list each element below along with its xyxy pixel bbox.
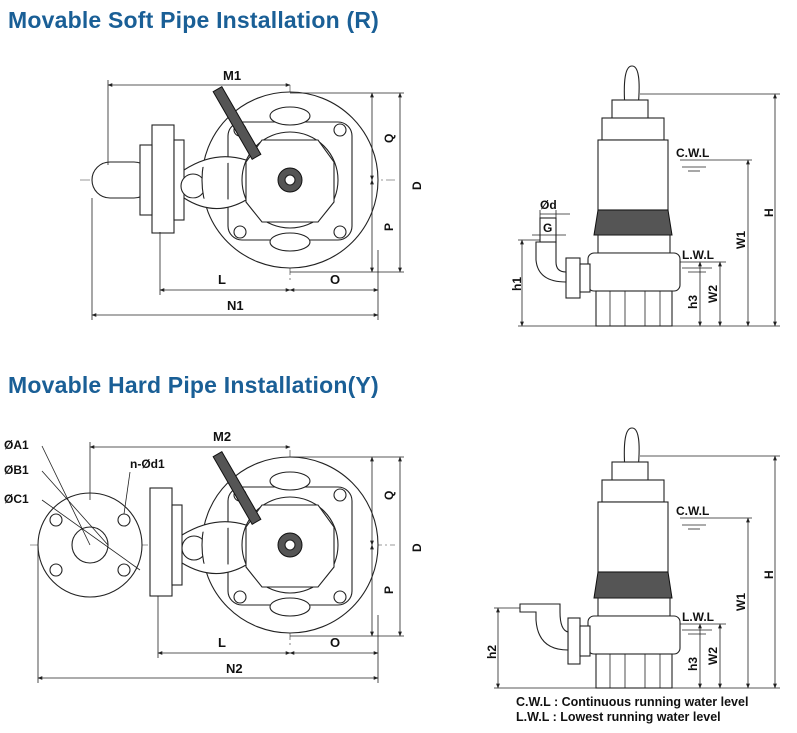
dim-b1: ØB1 [4, 463, 29, 477]
dim-h3: h3 [686, 295, 700, 309]
dim-o-bottom: O [330, 635, 340, 650]
dim-w1-bottom: W1 [734, 593, 748, 611]
label-cwl: C.W.L [676, 146, 709, 160]
label-lwl-bottom: L.W.L [682, 610, 714, 624]
section-title-hard-pipe: Movable Hard Pipe Installation(Y) [8, 372, 379, 398]
label-lwl: L.W.L [682, 248, 714, 262]
side-view-hard: h2 h3 W2 W1 H C.W.L L.W.L [485, 427, 780, 689]
section-title-soft-pipe: Movable Soft Pipe Installation (R) [8, 7, 379, 33]
hard-pipe-elbow [519, 603, 569, 651]
dim-h3-bottom: h3 [686, 657, 700, 671]
dim-a1: ØA1 [4, 438, 29, 452]
motor-housing [597, 139, 669, 211]
dim-l: L [218, 272, 226, 287]
dim-d-small: Ød [540, 198, 557, 212]
dim-nd1: n-Ød1 [130, 457, 165, 471]
dim-p: P [382, 223, 396, 231]
dim-h: H [762, 208, 776, 217]
dim-n1: N1 [227, 298, 244, 313]
dim-l-bottom: L [218, 635, 226, 650]
dim-p-bottom: P [382, 586, 396, 594]
dim-g: G [543, 221, 552, 235]
side-view-soft: Ød G h1 h3 W2 W1 H C.W.L L.W.L [510, 65, 780, 327]
dim-n2: N2 [226, 661, 243, 676]
dim-c1: ØC1 [4, 492, 29, 506]
dim-m1: M1 [223, 68, 241, 83]
dim-h1: h1 [510, 277, 524, 291]
dim-m2: M2 [213, 429, 231, 444]
legend-lwl: L.W.L : Lowest running water level [516, 710, 721, 724]
plan-view-soft: M1 Q D P L O N1 [80, 68, 424, 320]
power-cable [623, 65, 640, 109]
dim-q-bottom: Q [382, 491, 396, 500]
label-cwl-bottom: C.W.L [676, 504, 709, 518]
pump-stand [595, 290, 673, 327]
volute [587, 252, 681, 292]
dim-d-bottom: D [410, 543, 424, 552]
dim-h-bottom: H [762, 570, 776, 579]
soft-pipe-elbow [535, 241, 567, 283]
legend-cwl: C.W.L : Continuous running water level [516, 695, 749, 709]
dim-o: O [330, 272, 340, 287]
dim-w2: W2 [706, 285, 720, 303]
plan-view-hard: M2 Q D P L O N2 ØA1 ØB1 ØC1 n-Ød1 [4, 429, 424, 683]
lifting-handle [212, 86, 262, 160]
flange-plate [151, 124, 175, 234]
dim-d: D [410, 181, 424, 190]
dim-q: Q [382, 134, 396, 143]
dim-w2-bottom: W2 [706, 647, 720, 665]
dim-h2: h2 [485, 645, 499, 659]
dim-w1: W1 [734, 231, 748, 249]
